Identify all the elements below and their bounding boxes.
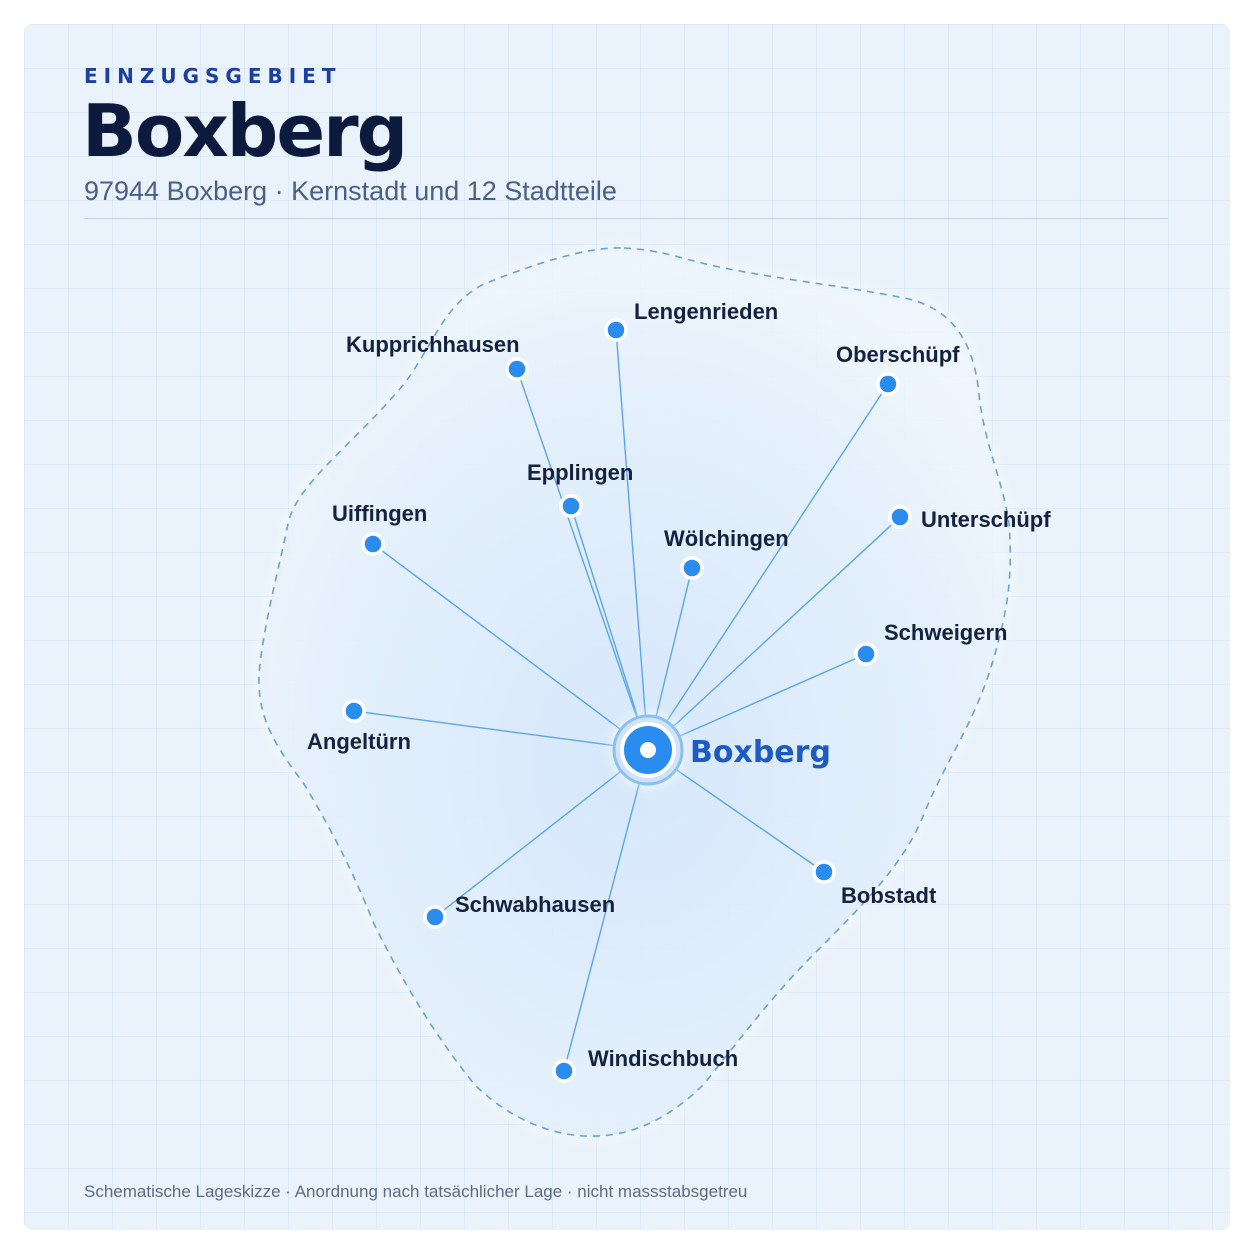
marker-windischbuch[interactable]: Windischbuch (552, 1046, 738, 1083)
label-schwabhausen: Schwabhausen (455, 892, 615, 917)
marker-unterschuepf[interactable]: Unterschüpf (888, 505, 1051, 532)
connection-uiffingen (372, 543, 649, 751)
marker-woelchingen[interactable]: Wölchingen (664, 526, 789, 580)
label-windischbuch: Windischbuch (588, 1046, 738, 1071)
marker-schwabhausen[interactable]: Schwabhausen (423, 892, 615, 929)
connection-windischbuch (563, 749, 649, 1072)
label-uiffingen: Uiffingen (332, 501, 427, 526)
marker-oberschuepf[interactable]: Oberschüpf (836, 342, 960, 396)
catchment-area (258, 247, 1012, 1137)
connection-schwabhausen (434, 749, 649, 918)
label-schweigern: Schweigern (884, 620, 1007, 645)
marker-kupprichhausen[interactable]: Kupprichhausen (346, 332, 529, 381)
page-title: Boxberg (82, 89, 408, 173)
marker-angeltuern[interactable]: Angeltürn (307, 699, 411, 754)
place-markers: Lengenrieden Kupprichhausen Oberschüpf E… (307, 299, 1051, 1083)
label-kupprichhausen: Kupprichhausen (346, 332, 520, 357)
marker-bobstadt[interactable]: Bobstadt (812, 860, 937, 908)
connection-oberschuepf (647, 383, 889, 751)
connection-unterschuepf (647, 516, 901, 751)
center-marker[interactable]: Boxberg (610, 712, 831, 788)
connection-kupprichhausen (516, 368, 649, 751)
label-oberschuepf: Oberschüpf (836, 342, 960, 367)
header-divider (84, 218, 1168, 219)
catchment-map: Lengenrieden Kupprichhausen Oberschüpf E… (258, 247, 1051, 1137)
label-woelchingen: Wölchingen (664, 526, 789, 551)
marker-lengenrieden[interactable]: Lengenrieden (604, 299, 778, 342)
label-epplingen: Epplingen (527, 460, 633, 485)
label-lengenrieden: Lengenrieden (634, 299, 778, 324)
connection-lines (353, 329, 901, 1072)
marker-schweigern[interactable]: Schweigern (854, 620, 1007, 666)
connection-lengenrieden (615, 329, 649, 751)
label-angeltuern: Angeltürn (307, 729, 411, 754)
page-subtitle: 97944 Boxberg · Kernstadt und 12 Stadtte… (84, 176, 617, 206)
connection-angeltuern (353, 710, 649, 751)
center-label: Boxberg (690, 735, 831, 770)
label-unterschuepf: Unterschüpf (921, 507, 1051, 532)
connection-epplingen (570, 505, 649, 751)
label-bobstadt: Bobstadt (841, 883, 937, 908)
marker-uiffingen[interactable]: Uiffingen (332, 501, 427, 556)
eyebrow-label: EINZUGSGEBIET (84, 64, 342, 88)
marker-epplingen[interactable]: Epplingen (527, 460, 633, 518)
footnote: Schematische Lageskizze · Anordnung nach… (84, 1182, 748, 1201)
map-card: EINZUGSGEBIET Boxberg 97944 Boxberg · Ke… (24, 24, 1230, 1230)
connection-schweigern (647, 653, 867, 751)
